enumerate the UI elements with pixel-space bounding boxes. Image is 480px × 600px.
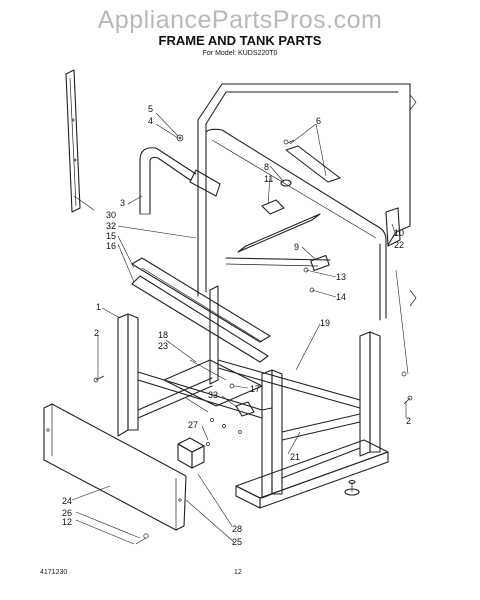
- tank: [197, 83, 417, 321]
- vent-tube: [139, 147, 221, 215]
- callout-26: 26: [62, 508, 72, 518]
- model-subtitle: For Model: KUDS220T0: [202, 50, 278, 57]
- callout-30: 30: [106, 210, 116, 220]
- callout-labels: 5 4 6 8 11 3 30 32 15 16 10 22 9 13 14 1…: [62, 104, 411, 547]
- callout-6: 6: [316, 116, 321, 126]
- callout-32: 32: [106, 221, 116, 231]
- footer-page-number: 12: [234, 569, 242, 576]
- callout-14: 14: [336, 292, 346, 302]
- footer-document-number: 4171230: [40, 569, 68, 576]
- callout-9: 9: [294, 242, 299, 252]
- callout-5: 5: [148, 104, 153, 114]
- callout-13: 13: [336, 272, 346, 282]
- callout-2-left: 2: [94, 328, 99, 338]
- callout-23: 23: [158, 341, 168, 351]
- toe-kick-panel: [43, 403, 187, 545]
- door-gasket-strip: [65, 69, 81, 213]
- callout-4: 4: [148, 116, 153, 126]
- side-rails: [131, 207, 401, 363]
- callout-24: 24: [62, 496, 72, 506]
- callout-19: 19: [320, 318, 330, 328]
- callout-3: 3: [120, 198, 125, 208]
- callout-10: 10: [394, 228, 404, 238]
- callout-12: 12: [62, 517, 72, 527]
- callout-21: 21: [290, 452, 300, 462]
- callout-28: 28: [232, 524, 242, 534]
- leader-lines: [71, 112, 409, 545]
- callout-27: 27: [188, 420, 198, 430]
- diagram-title: FRAME AND TANK PARTS: [158, 33, 322, 48]
- callout-17: 17: [250, 384, 260, 394]
- base-frame: [93, 285, 413, 509]
- watermark: AppliancePartsPros.com: [97, 6, 383, 34]
- callout-11: 11: [264, 174, 273, 184]
- callout-25: 25: [232, 537, 242, 547]
- callout-18: 18: [158, 330, 168, 340]
- callout-33: 33: [208, 390, 218, 400]
- callout-15: 15: [106, 231, 116, 241]
- callout-8: 8: [264, 162, 269, 172]
- callout-1: 1: [96, 302, 101, 312]
- hardware-top: [176, 134, 341, 215]
- callout-16: 16: [106, 241, 116, 251]
- callout-2-right: 2: [406, 416, 411, 426]
- callout-22: 22: [394, 240, 404, 250]
